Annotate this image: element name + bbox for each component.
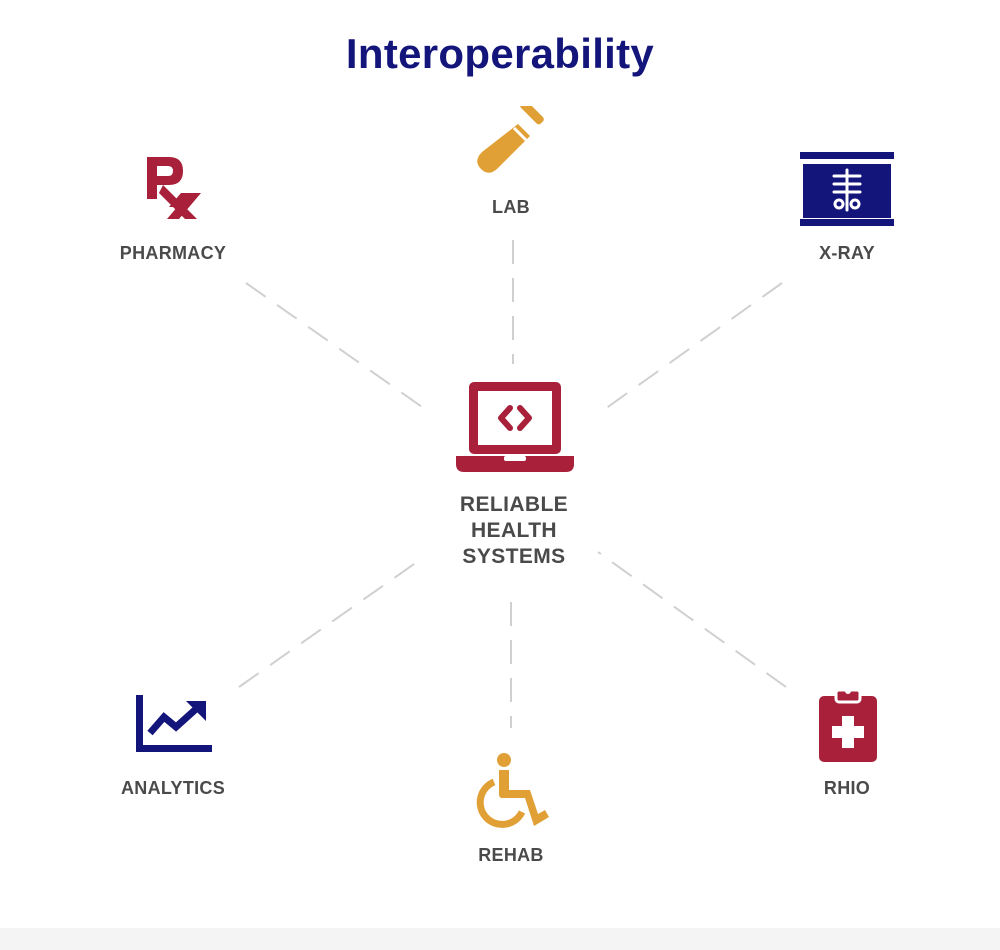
laptop-code-icon: [456, 382, 574, 472]
connector-rhio: [597, 551, 787, 688]
center-label: RELIABLE HEALTH SYSTEMS: [414, 492, 614, 570]
node-label-pharmacy: PHARMACY: [119, 243, 227, 263]
connector-xray: [597, 282, 783, 415]
xray-icon: [800, 152, 894, 226]
center-label-line: RELIABLE: [459, 493, 569, 516]
node-label-rhio: RHIO: [823, 778, 871, 798]
node-label-rehab: REHAB: [478, 845, 544, 865]
page-title: Interoperability: [345, 30, 655, 77]
node-label-xray: X-RAY: [819, 243, 875, 263]
medical-clipboard-icon: [819, 688, 877, 762]
connector-analytics: [238, 556, 425, 688]
test-tube-icon: [477, 106, 544, 173]
center-label-line: HEALTH: [470, 519, 557, 542]
connector-pharmacy: [245, 282, 433, 415]
node-label-analytics: ANALYTICS: [120, 778, 226, 798]
rx-icon: [147, 157, 201, 219]
footer-band: [0, 928, 1000, 950]
trend-chart-icon: [136, 695, 212, 752]
wheelchair-icon: [476, 753, 549, 828]
center-label-line: SYSTEMS: [462, 545, 566, 568]
node-label-lab: LAB: [492, 197, 530, 217]
